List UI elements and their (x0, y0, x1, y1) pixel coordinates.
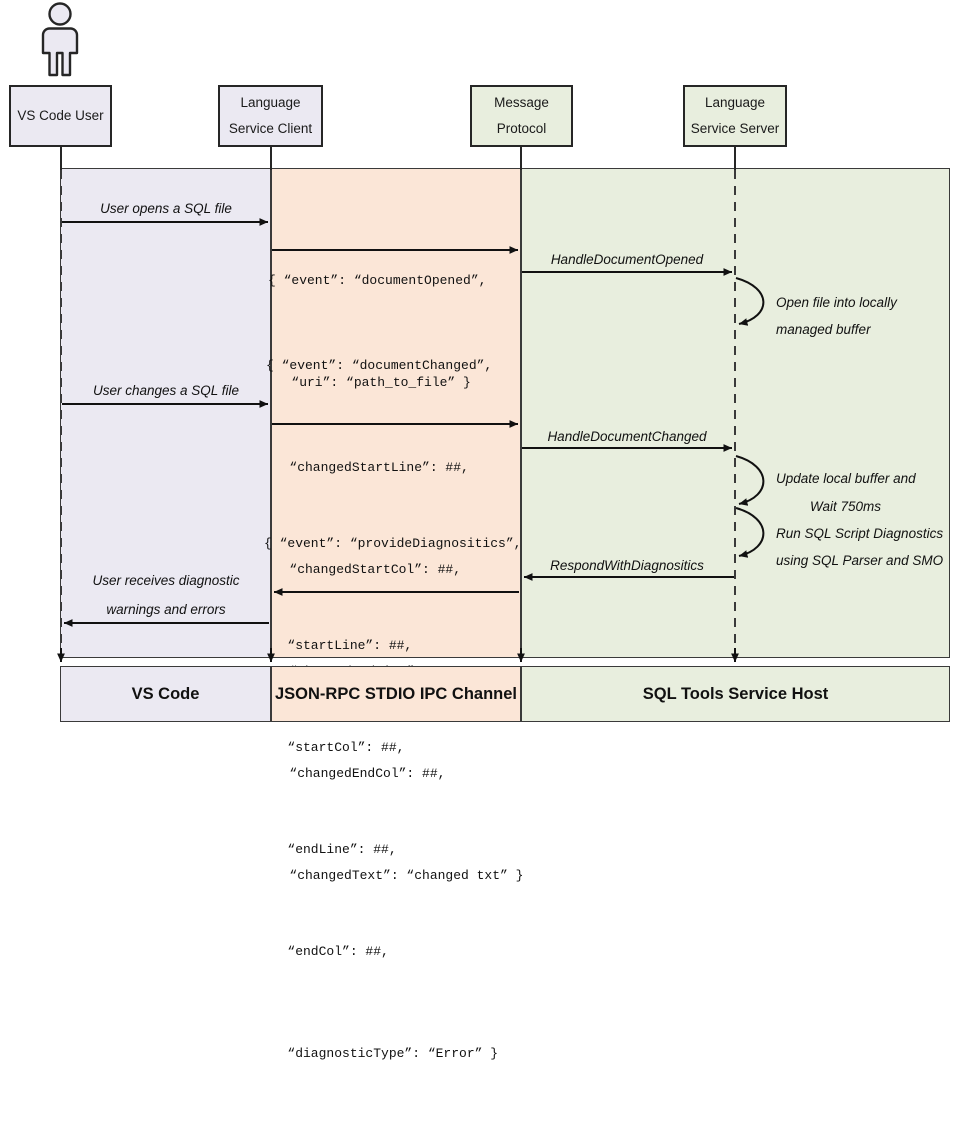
note-open-file-line1: Open file into locally (776, 295, 897, 310)
lifeline-box-vs-code-user[interactable]: VS Code User (9, 85, 112, 147)
payload-provide-diagnositics-line-2: “startLine”: ##, (264, 638, 413, 653)
payload-document-changed-line-3: “changedStartCol”: ##, (266, 562, 462, 577)
footer-cell-vs-code[interactable]: VS Code (60, 666, 271, 722)
payload-document-opened-line-2: “uri”: “path_to_file” } (268, 375, 471, 390)
message-label-handle-document-changed: HandleDocumentChanged (547, 429, 707, 444)
band-vs-code (60, 168, 271, 658)
vs-code-user-actor-icon (30, 2, 90, 78)
note-run-diagnostics-line2: using SQL Parser and SMO (776, 553, 944, 568)
band-sql-tools-host (521, 168, 950, 658)
lifeline-label-vs-code-user: VS Code User (17, 107, 104, 123)
message-label-respond-with-diagnositics: RespondWithDiagnositics (550, 558, 704, 573)
note-wait-750ms: Wait 750ms (810, 499, 882, 514)
lifeline-box-language-service-client[interactable]: Language Service Client (218, 85, 323, 147)
lifeline-label-language-service-client-line1: Language (240, 94, 301, 110)
payload-provide-diagnositics-line-3: “startCol”: ##, (264, 740, 405, 755)
message-label-user-opens-sql-file: User opens a SQL file (100, 201, 232, 216)
lifeline-label-language-service-server-line2: Service Server (690, 121, 780, 136)
payload-document-changed-line-2: “changedStartLine”: ##, (266, 460, 469, 475)
sequence-diagram: VS Code User Language Service Client Mes… (9, 2, 950, 1061)
note-run-diagnostics-line1: Run SQL Script Diagnostics (776, 526, 944, 541)
footer-label-json-rpc: JSON-RPC STDIO IPC Channel (274, 684, 518, 703)
lifeline-label-language-service-client-line2: Service Client (228, 121, 313, 136)
footer-label-vs-code: VS Code (131, 684, 200, 703)
lifeline-box-message-protocol[interactable]: Message Protocol (470, 85, 573, 147)
message-label-handle-document-opened: HandleDocumentOpened (550, 252, 704, 267)
footer-cell-sql-tools[interactable]: SQL Tools Service Host (521, 666, 950, 722)
note-open-file-line2: managed buffer (776, 322, 871, 337)
lifeline-box-language-service-server[interactable]: Language Service Server (683, 85, 787, 147)
payload-provide-diagnositics: { “event”: “provideDiagnositics”, “start… (264, 459, 521, 1139)
payload-provide-diagnositics-line-1: { “event”: “provideDiagnositics”, (264, 536, 522, 551)
payload-document-opened: { “event”: “documentOpened”, “uri”: “pat… (268, 196, 486, 468)
payload-provide-diagnositics-line-6: “diagnosticType”: “Error” } (264, 1046, 499, 1061)
footer-cell-json-rpc[interactable]: JSON-RPC STDIO IPC Channel (271, 666, 521, 722)
lifeline-label-language-service-server-line1: Language (704, 94, 766, 110)
message-label-user-changes-sql-file: User changes a SQL file (92, 383, 240, 398)
payload-document-opened-line-1: { “event”: “documentOpened”, (268, 273, 487, 288)
payload-document-changed-line-1: { “event”: “documentChanged”, (266, 358, 493, 373)
message-label-user-receives-diagnostics-line2: warnings and errors (106, 602, 226, 617)
payload-provide-diagnositics-line-4: “endLine”: ##, (264, 842, 397, 857)
message-label-user-receives-diagnostics-line1: User receives diagnostic (92, 573, 240, 588)
note-update-buffer-line1: Update local buffer and (776, 471, 916, 486)
footer-label-sql-tools: SQL Tools Service Host (642, 684, 829, 703)
lifeline-label-message-protocol-line1: Message (494, 94, 549, 110)
lifeline-label-message-protocol-line2: Protocol (496, 121, 547, 136)
payload-provide-diagnositics-line-5: “endCol”: ##, (264, 944, 389, 959)
